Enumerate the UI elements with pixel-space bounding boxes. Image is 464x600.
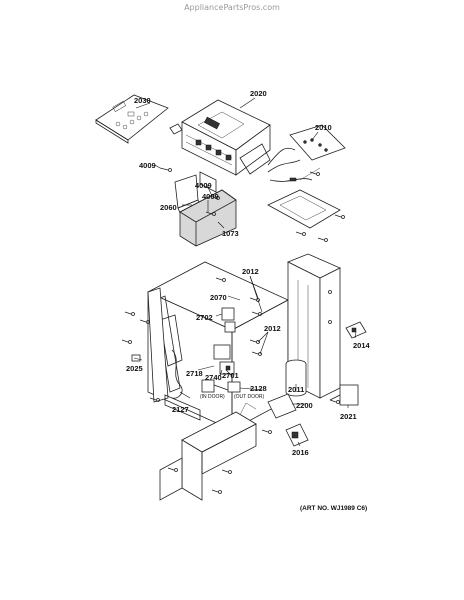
- main-control-panel: [147, 261, 289, 431]
- label-2014: 2014: [353, 341, 371, 350]
- side-wiring-bracket: [131, 287, 201, 421]
- label-2702: 2702: [196, 313, 213, 322]
- relay-switch: [213, 307, 236, 375]
- label-2010: 2010: [315, 123, 332, 132]
- label-2718: 2718: [186, 369, 203, 378]
- small-clip: [169, 123, 183, 135]
- run-capacitor: [285, 359, 307, 397]
- upper-leader-lines: [135, 97, 319, 229]
- label-1073: 1073: [222, 229, 239, 238]
- label-2021: 2021: [340, 412, 357, 421]
- upper-screws: [159, 167, 345, 242]
- label-2020: 2020: [250, 89, 267, 98]
- label-2012: 2012: [264, 324, 281, 333]
- label-2701: 2701: [222, 371, 239, 380]
- control-housing: [181, 99, 271, 193]
- label-2128: 2128: [250, 384, 267, 393]
- label-2011: 2011: [288, 385, 304, 394]
- control-overlay-panel: [95, 94, 169, 144]
- capacitor-clamp: [285, 423, 309, 447]
- label-2740: 2740: [205, 373, 222, 382]
- bottom-bracket: [159, 402, 257, 501]
- capacitor-bracket: [267, 384, 359, 419]
- label-2127: 2127: [172, 405, 189, 414]
- door-thermostats: [201, 379, 241, 393]
- label-2070: 2070: [210, 293, 227, 302]
- note-in-door: (IN DOOR): [200, 394, 225, 400]
- label-2012: 2012: [242, 267, 259, 276]
- lower-screws: [121, 277, 340, 494]
- label-2025: 2025: [126, 364, 143, 373]
- label-2060: 2060: [160, 203, 177, 212]
- label-2016: 2016: [292, 448, 309, 457]
- label-4009: 4009: [195, 181, 212, 190]
- cover-bracket: [174, 174, 201, 214]
- watermark: AppliancePartsPros.com: [184, 3, 280, 12]
- label-2200: 2200: [296, 401, 313, 410]
- art-number: (ART NO. WJ1989 C6): [300, 505, 368, 512]
- lower-leader-lines: [133, 275, 357, 447]
- control-cover: [179, 189, 237, 247]
- label-2030: 2030: [134, 96, 151, 105]
- circuit-board-assembly: [267, 124, 346, 229]
- label-4009: 4009: [202, 192, 219, 201]
- label-4009: 4009: [139, 161, 156, 170]
- terminal-cap: [345, 321, 367, 339]
- note-out-door: (OUT DOOR): [234, 394, 265, 400]
